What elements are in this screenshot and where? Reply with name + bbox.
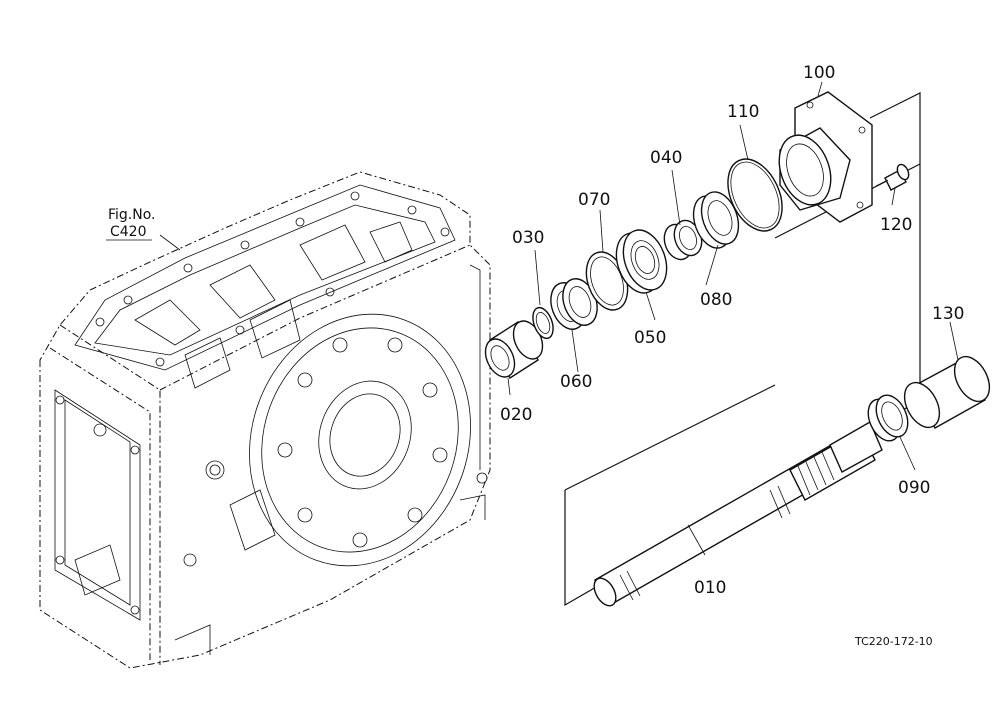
callout-070: 070 (578, 190, 610, 210)
callout-labels: 010 020 030 040 050 060 070 080 090 100 … (500, 63, 964, 598)
part-130-sleeve (903, 355, 991, 429)
part-020-sleeve (484, 320, 544, 380)
part-030-snap-ring (532, 306, 554, 340)
callout-130: 130 (932, 304, 964, 324)
part-010-shaft (593, 421, 883, 607)
figure-ref-line2: C420 (110, 224, 147, 240)
callout-080: 080 (700, 290, 732, 310)
drawing-code: TC220-172-10 (854, 635, 933, 648)
part-040-collar (663, 219, 703, 261)
callout-100: 100 (803, 63, 835, 83)
leader-lines (159, 81, 959, 556)
callout-120: 120 (880, 215, 912, 235)
callout-040: 040 (650, 148, 682, 168)
part-090-seal (867, 394, 909, 442)
part-110-o-ring (727, 158, 783, 232)
callout-050: 050 (634, 328, 666, 348)
figure-reference: Fig.No. C420 (106, 207, 156, 241)
callout-020: 020 (500, 405, 532, 425)
transmission-case (39, 171, 491, 669)
callout-110: 110 (727, 102, 759, 122)
figure-ref-line1: Fig.No. (108, 207, 156, 223)
part-120-bolt (875, 163, 910, 191)
callout-060: 060 (560, 372, 592, 392)
part-050-ball-bearing (615, 229, 668, 294)
part-080-bearing (692, 191, 740, 249)
callout-010: 010 (694, 578, 726, 598)
callout-090: 090 (898, 478, 930, 498)
callout-030: 030 (512, 228, 544, 248)
part-100-bearing-housing (778, 91, 873, 223)
